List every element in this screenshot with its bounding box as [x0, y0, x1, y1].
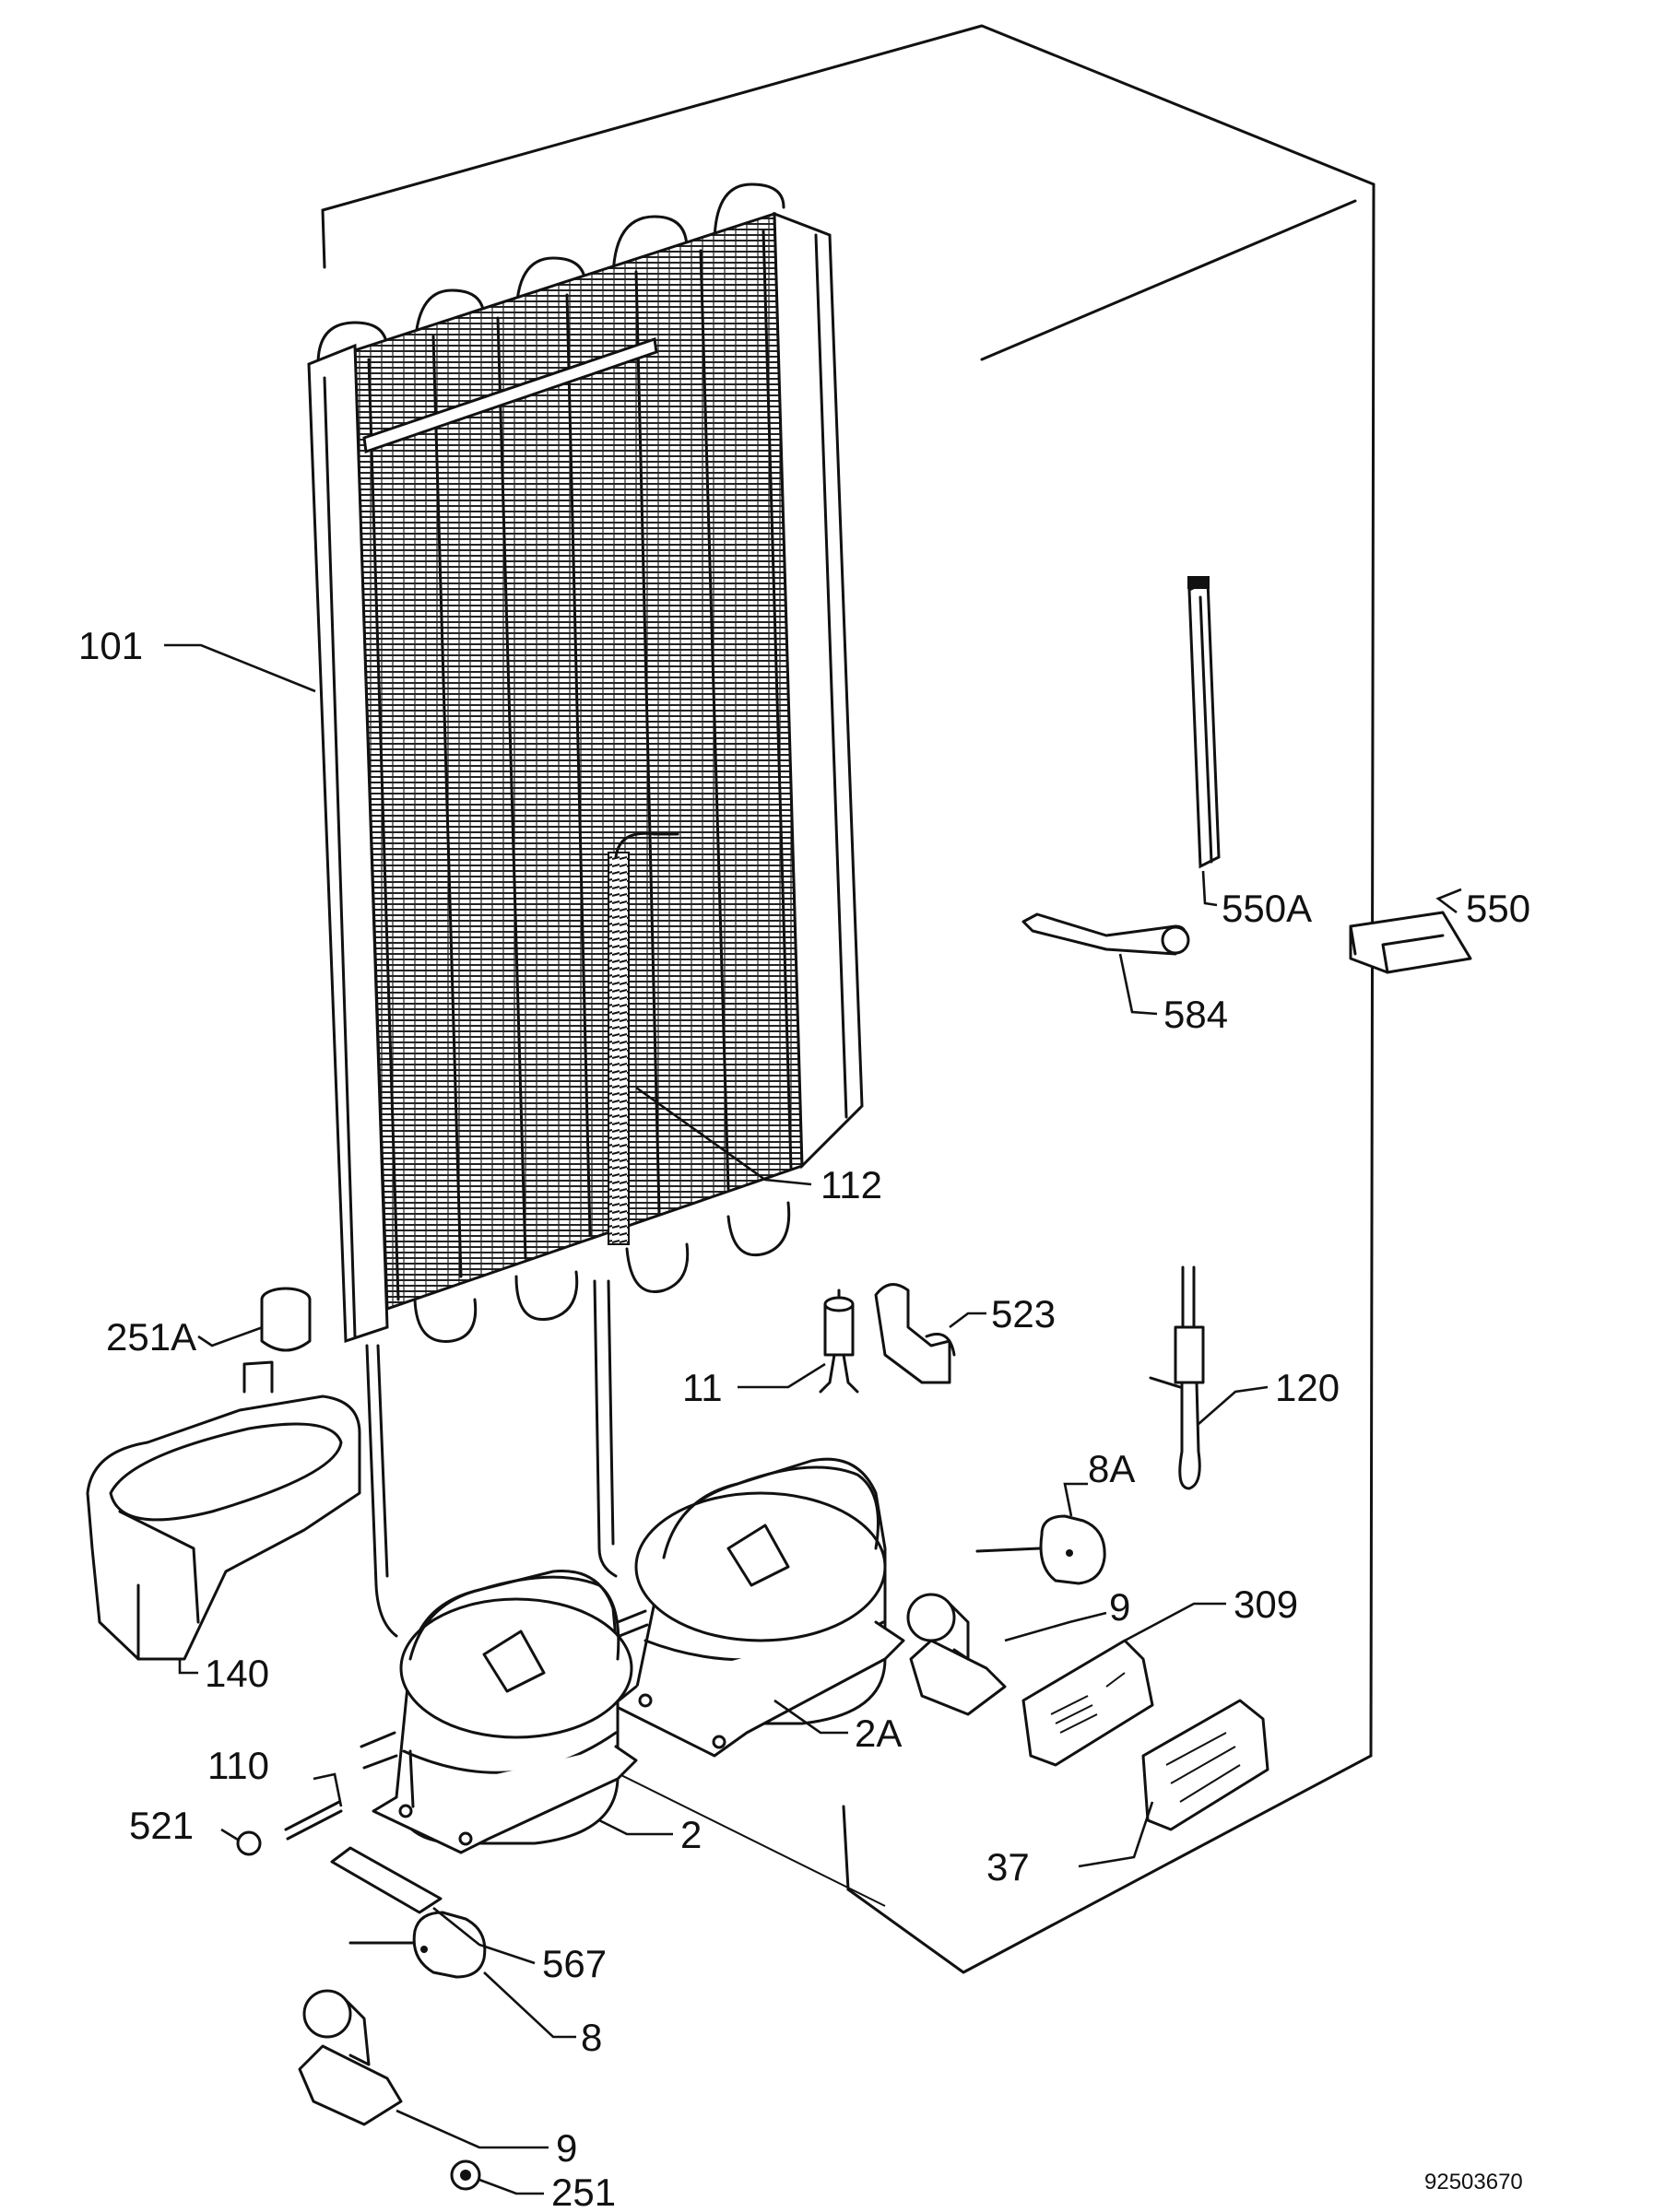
label-550: 550 [1466, 887, 1530, 930]
part-584-sensor [1021, 912, 1190, 956]
label-140: 140 [205, 1652, 269, 1695]
part-2a-compressor [611, 1457, 905, 1758]
part-8a-relay [975, 1514, 1106, 1585]
leader-lines [164, 643, 1462, 2195]
part-521-cap [236, 1830, 262, 1856]
label-251a: 251A [106, 1315, 196, 1359]
label-112: 112 [821, 1163, 882, 1206]
capillary-coil [608, 831, 679, 1245]
label-2a: 2A [855, 1712, 902, 1755]
label-8a: 8A [1088, 1447, 1135, 1490]
label-523: 523 [991, 1292, 1056, 1335]
part-8-relay [348, 1911, 487, 1979]
label-309: 309 [1234, 1583, 1298, 1626]
part-309-panel [1021, 1639, 1154, 1767]
callout-labels: 101 112 550A 550 584 251A 523 11 120 8A … [78, 624, 1530, 2212]
part-2-compressor [360, 1570, 649, 1854]
label-2: 2 [680, 1813, 702, 1856]
part-251-plug [450, 2159, 481, 2191]
part-140-drip-tray [86, 1360, 361, 1661]
label-11: 11 [682, 1366, 723, 1409]
label-9-lower: 9 [556, 2126, 577, 2170]
part-567-plate [330, 1846, 443, 1914]
refrigerator-cabinet [321, 24, 1376, 1974]
part-9-holder-upper [906, 1593, 1007, 1716]
part-11-capacitor [819, 1288, 859, 1394]
label-9-upper: 9 [1109, 1585, 1130, 1629]
part-251a-grommet [260, 1287, 312, 1352]
label-110: 110 [207, 1744, 269, 1787]
label-567: 567 [542, 1942, 607, 1985]
refrigerant-tubes [365, 1279, 618, 1638]
part-120-cable [1149, 1265, 1205, 1490]
label-251: 251 [551, 2171, 616, 2212]
part-9-holder-lower [298, 1989, 403, 2126]
part-550-bracket [1349, 911, 1472, 974]
label-120: 120 [1275, 1366, 1340, 1409]
part-523-clamp [874, 1283, 956, 1384]
document-code: 92503670 [1424, 2170, 1523, 2194]
label-550a: 550A [1222, 887, 1312, 930]
label-8: 8 [581, 2016, 602, 2059]
label-101: 101 [78, 624, 143, 667]
part-550a-element [1187, 576, 1221, 869]
label-37: 37 [986, 1845, 1030, 1888]
condenser [307, 182, 864, 1344]
part-110-pin [284, 1800, 343, 1841]
label-584: 584 [1163, 993, 1228, 1036]
part-37-board [1141, 1699, 1269, 1831]
label-521: 521 [129, 1804, 194, 1847]
